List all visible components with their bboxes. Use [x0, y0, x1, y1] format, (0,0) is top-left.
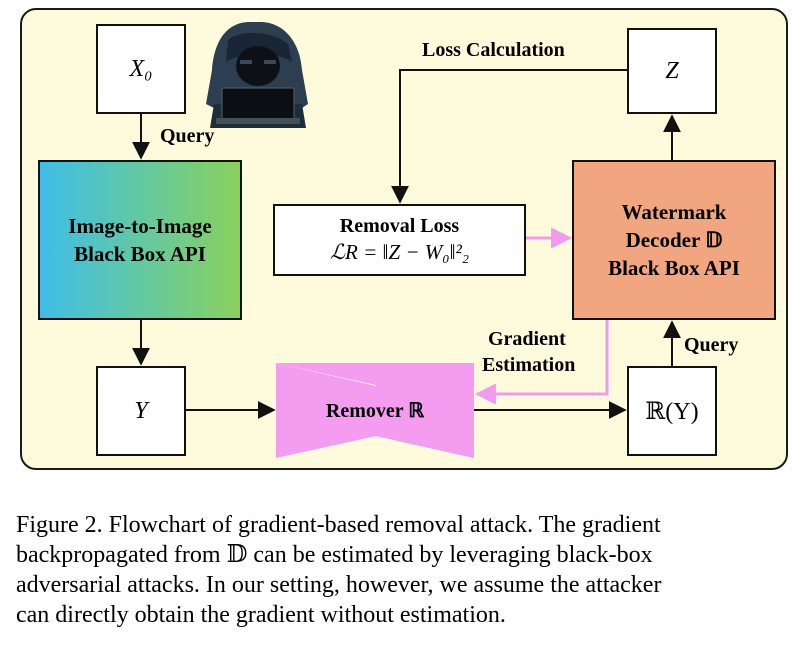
y-label: Y: [134, 397, 148, 424]
node-ry: ℝ(Y): [627, 366, 717, 456]
api-line-1: Image-to-Image: [68, 214, 212, 238]
decoder-line-3: Black Box API: [608, 256, 740, 280]
loss-calculation-label: Loss Calculation: [422, 39, 565, 61]
removal-loss-box: Removal Loss ℒR = ‖Z − W₀‖²₂: [273, 204, 526, 276]
query-label-right: Query: [684, 334, 739, 356]
removal-loss-formula: ℒR = ‖Z − W₀‖²₂: [329, 240, 470, 264]
api-line-2: Black Box API: [74, 242, 206, 266]
arrow-z-to-loss: [391, 69, 627, 204]
gradient-label-line-1: Gradient: [488, 328, 566, 350]
hooded-hacker-icon: [206, 22, 308, 128]
removal-loss-title: Removal Loss: [339, 215, 460, 237]
ry-label: ℝ(Y): [645, 398, 699, 425]
arrow-gradient-estimation: [474, 320, 609, 405]
decoder-line-1: Watermark: [621, 200, 727, 224]
x0-label: X₀: [129, 55, 153, 82]
z-label: Z: [665, 57, 679, 84]
remover-label: Remover ℝ: [325, 400, 425, 422]
node-y: Y: [96, 366, 186, 456]
watermark-decoder-box: Watermark Decoder 𝔻 Black Box API: [572, 160, 776, 320]
caption-line-2: backpropagated from 𝔻 can be estimated b…: [16, 542, 653, 568]
figure-caption: Figure 2. Flowchart of gradient-based re…: [16, 510, 802, 630]
node-z: Z: [627, 28, 717, 114]
image-to-image-api-box: Image-to-Image Black Box API: [38, 160, 242, 320]
caption-line-4: can directly obtain the gradient without…: [16, 602, 506, 628]
caption-line-1: Figure 2. Flowchart of gradient-based re…: [16, 512, 661, 538]
decoder-line-2: Decoder 𝔻: [625, 228, 723, 252]
gradient-label-line-2: Estimation: [482, 354, 576, 376]
node-x0: X₀: [96, 24, 186, 114]
query-label-left: Query: [160, 125, 215, 147]
remover-shape-body: [276, 363, 474, 458]
caption-line-3: adversarial attacks. In our setting, how…: [16, 572, 662, 598]
